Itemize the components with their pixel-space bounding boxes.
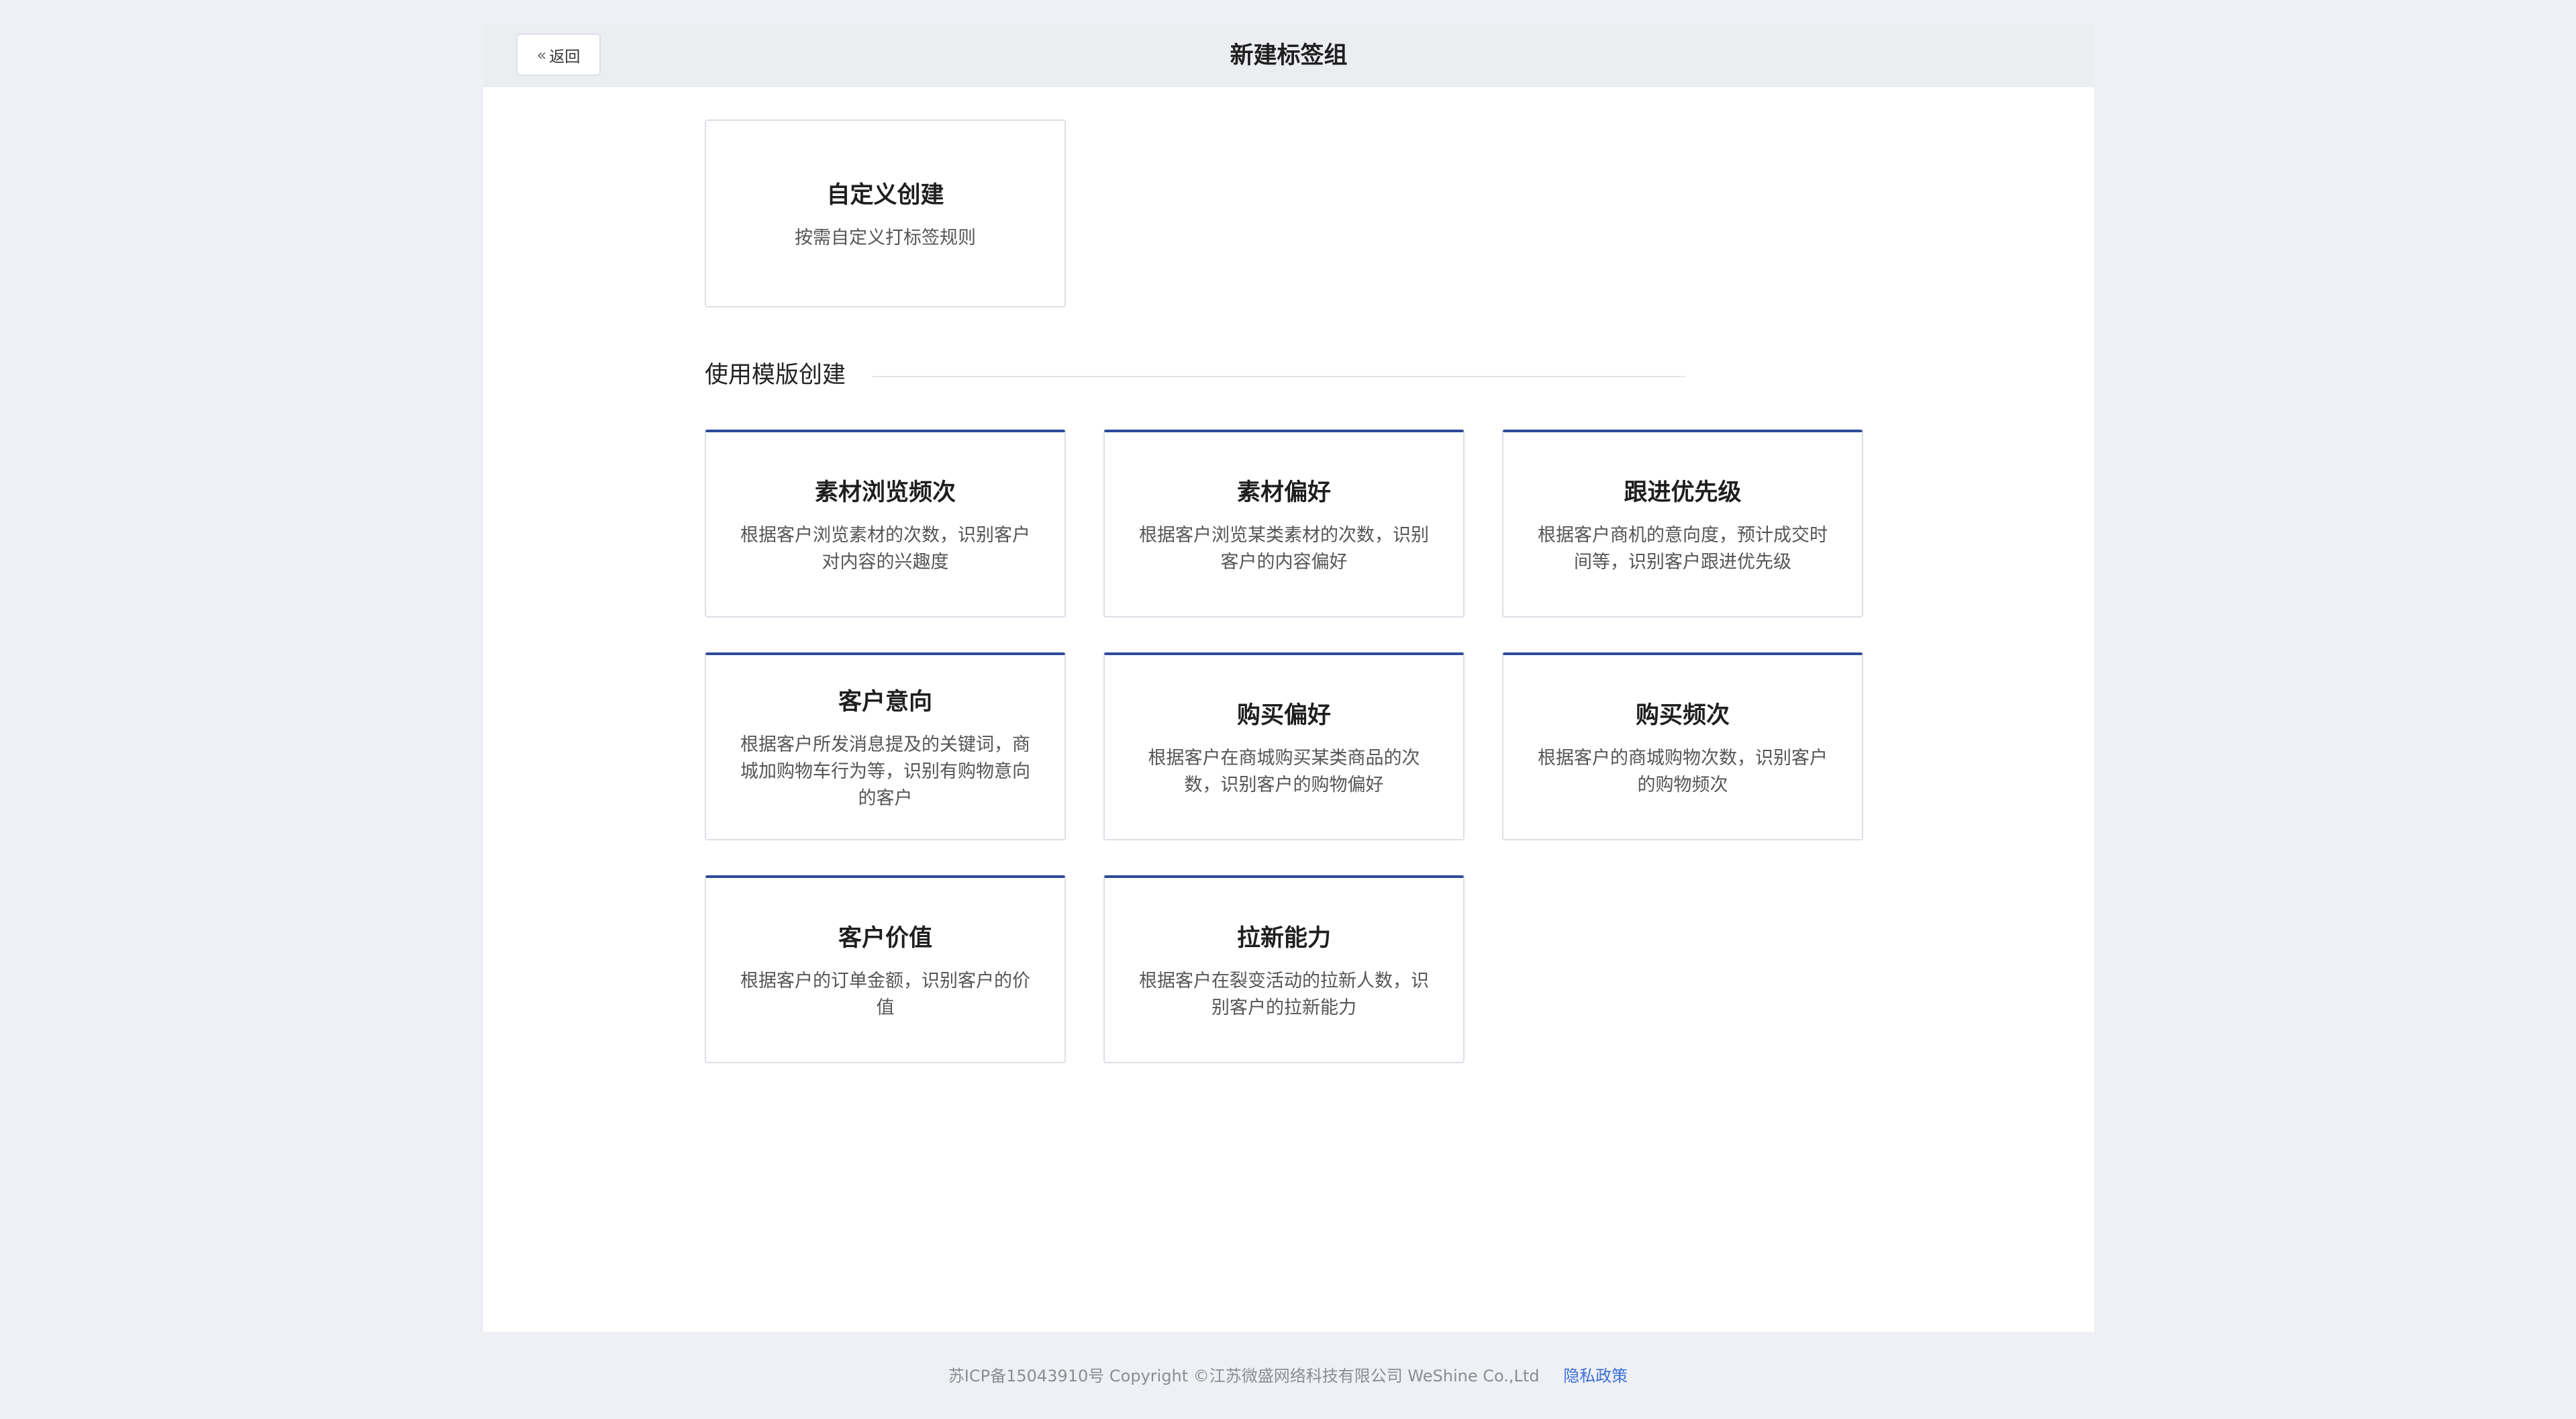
section-title: 使用模版创建 bbox=[705, 362, 846, 389]
card-description: 根据客户在商城购买某类商品的次数，识别客户的购物偏好 bbox=[1148, 747, 1420, 795]
section-divider bbox=[873, 376, 1685, 377]
page-header: « 返回 新建标签组 bbox=[483, 24, 2094, 87]
card-title: 跟进优先级 bbox=[1624, 479, 1742, 506]
card-description: 根据客户浏览素材的次数，识别客户对内容的兴趣度 bbox=[740, 524, 1030, 573]
card-description: 根据客户的订单金额，识别客户的价值 bbox=[740, 970, 1030, 1018]
card-description: 根据客户在裂变活动的拉新人数，识别客户的拉新能力 bbox=[1139, 970, 1429, 1018]
back-button[interactable]: « 返回 bbox=[516, 34, 601, 76]
double-chevron-left-icon: « bbox=[536, 45, 547, 64]
card-description: 根据客户商机的意向度，预计成交时间等，识别客户跟进优先级 bbox=[1538, 524, 1828, 573]
template-card-follow-up-priority[interactable]: 跟进优先级 根据客户商机的意向度，预计成交时间等，识别客户跟进优先级 bbox=[1502, 430, 1863, 618]
template-card-referral-ability[interactable]: 拉新能力 根据客户在裂变活动的拉新人数，识别客户的拉新能力 bbox=[1103, 875, 1465, 1063]
custom-create-card[interactable]: 自定义创建 按需自定义打标签规则 bbox=[705, 119, 1066, 307]
card-description: 根据客户所发消息提及的关键词，商城加购物车行为等，识别有购物意向的客户 bbox=[740, 734, 1030, 809]
card-title: 购买偏好 bbox=[1236, 701, 1331, 729]
card-title: 客户价值 bbox=[838, 924, 932, 952]
card-title: 拉新能力 bbox=[1236, 924, 1331, 952]
card-title: 素材偏好 bbox=[1236, 479, 1331, 506]
page-title: 新建标签组 bbox=[1230, 42, 1348, 69]
card-description: 按需自定义打标签规则 bbox=[795, 227, 976, 248]
back-button-label: 返回 bbox=[549, 48, 581, 66]
template-card-material-preference[interactable]: 素材偏好 根据客户浏览某类素材的次数，识别客户的内容偏好 bbox=[1103, 430, 1465, 618]
footer-copyright: 苏ICP备15043910号 Copyright ©江苏微盛网络科技有限公司 W… bbox=[948, 1367, 1540, 1385]
template-card-customer-value[interactable]: 客户价值 根据客户的订单金额，识别客户的价值 bbox=[705, 875, 1066, 1063]
card-title: 自定义创建 bbox=[826, 181, 944, 209]
main-panel: « 返回 新建标签组 自定义创建 按需自定义打标签规则 使用模版创建 素材浏览频… bbox=[483, 24, 2094, 1332]
card-description: 根据客户的商城购物次数，识别客户的购物频次 bbox=[1538, 747, 1828, 795]
template-card-material-view-frequency[interactable]: 素材浏览频次 根据客户浏览素材的次数，识别客户对内容的兴趣度 bbox=[705, 430, 1066, 618]
card-description: 根据客户浏览某类素材的次数，识别客户的内容偏好 bbox=[1139, 524, 1429, 573]
template-card-customer-intent[interactable]: 客户意向 根据客户所发消息提及的关键词，商城加购物车行为等，识别有购物意向的客户 bbox=[705, 652, 1066, 840]
card-title: 客户意向 bbox=[838, 688, 932, 716]
template-card-purchase-preference[interactable]: 购买偏好 根据客户在商城购买某类商品的次数，识别客户的购物偏好 bbox=[1103, 652, 1465, 840]
card-title: 素材浏览频次 bbox=[814, 479, 956, 506]
page-footer: 苏ICP备15043910号 Copyright ©江苏微盛网络科技有限公司 W… bbox=[0, 1363, 2576, 1386]
privacy-policy-link[interactable]: 隐私政策 bbox=[1563, 1367, 1628, 1385]
card-title: 购买频次 bbox=[1635, 701, 1730, 729]
template-card-purchase-frequency[interactable]: 购买频次 根据客户的商城购物次数，识别客户的购物频次 bbox=[1502, 652, 1863, 840]
